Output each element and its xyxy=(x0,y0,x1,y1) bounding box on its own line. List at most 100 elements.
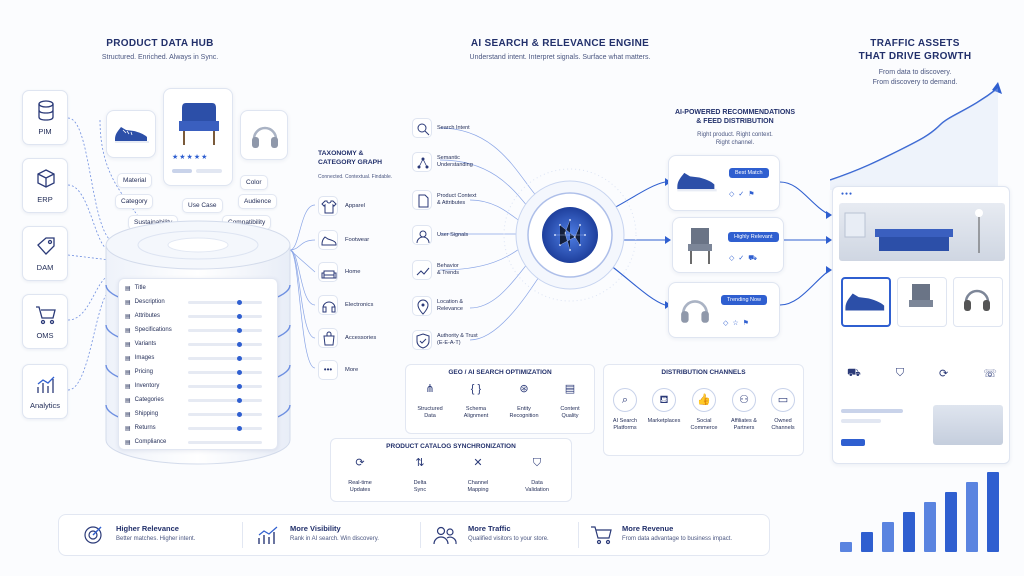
field-row[interactable]: ▤Pricing xyxy=(125,366,270,378)
more-label: More xyxy=(345,367,359,373)
more-node[interactable]: ••• xyxy=(318,360,338,380)
apparel-node[interactable] xyxy=(318,196,338,216)
field-row[interactable]: ▤Images xyxy=(125,352,270,364)
source-oms[interactable]: OMS xyxy=(22,294,68,349)
rating-stars: ★★★★★ xyxy=(172,154,209,161)
location-node[interactable] xyxy=(412,296,432,316)
apparel-label: Apparel xyxy=(345,203,365,209)
electronics-node[interactable] xyxy=(318,295,338,315)
field-icon: ▤ xyxy=(125,411,131,418)
chat-icon: ☏ xyxy=(983,368,997,380)
field-icon: ▤ xyxy=(125,341,131,348)
growth-bar xyxy=(861,532,873,552)
hub-subtitle: Structured. Enriched. Always in Sync. xyxy=(101,54,219,61)
source-pim[interactable]: PIM xyxy=(22,90,68,145)
refresh-icon: ⟳ xyxy=(939,368,949,380)
marketplace-icon[interactable]: ⛾ xyxy=(652,388,676,412)
product-context-node[interactable] xyxy=(412,190,432,210)
attributes-panel xyxy=(118,278,278,450)
affiliates-icon[interactable]: ⚇ xyxy=(732,388,756,412)
dist-item-label: Affiliates & Partners xyxy=(731,418,757,431)
shirt-icon xyxy=(321,200,337,214)
growth-bar xyxy=(882,522,894,552)
semantic-node[interactable] xyxy=(412,152,432,172)
accessories-label: Accessories xyxy=(345,335,377,341)
field-label: Returns xyxy=(134,425,156,431)
field-row[interactable]: ▤Variants xyxy=(125,338,270,350)
source-analytics[interactable]: Analytics xyxy=(22,364,68,419)
signal-label: Location & Relevance xyxy=(437,299,463,313)
outcome-title: Higher Relevance xyxy=(116,524,179,533)
field-label: Variants xyxy=(134,341,157,347)
social-icon[interactable]: 👍 xyxy=(692,388,716,412)
validation-icon: ⛉ xyxy=(532,457,542,469)
source-erp[interactable]: ERP xyxy=(22,158,68,213)
product-tile[interactable] xyxy=(897,277,947,327)
product-tile[interactable] xyxy=(841,277,891,327)
pin-icon xyxy=(417,299,429,315)
more-dots-icon: ••• xyxy=(323,365,333,374)
field-icon: ▤ xyxy=(125,383,131,390)
rec-card-sneaker[interactable]: Best Match ◇✓⚑ xyxy=(668,155,780,211)
field-label: Shipping xyxy=(134,411,159,417)
engine-subtitle: Understand intent. Interpret signals. Su… xyxy=(469,54,651,61)
field-row[interactable]: ▤Returns xyxy=(125,422,270,434)
truck-icon: ⛟ xyxy=(847,367,861,379)
traffic-subtitle: From data to discovery. From discovery t… xyxy=(872,69,958,86)
taxonomy-title: TAXONOMY & CATEGORY GRAPH xyxy=(318,150,383,166)
behavior-node[interactable] xyxy=(412,260,432,280)
search-intent-node[interactable] xyxy=(412,118,432,138)
growth-bar-chart xyxy=(840,472,999,552)
field-row[interactable]: ▤Shipping xyxy=(125,408,270,420)
tag-color: Color xyxy=(240,175,268,190)
dist-item-label: Owned Channels xyxy=(771,418,795,431)
geo-item-label: Entity Recognition xyxy=(509,406,539,419)
chair-card[interactable]: ★★★★★ xyxy=(163,88,233,186)
shoe-card[interactable] xyxy=(106,110,156,158)
source-dam[interactable]: DAM xyxy=(22,226,68,281)
field-label: Inventory xyxy=(134,383,160,389)
tag-audience: Audience xyxy=(238,194,278,209)
field-row[interactable]: ▤Attributes xyxy=(125,310,270,322)
product-tile[interactable] xyxy=(953,277,1003,327)
user-signals-node[interactable] xyxy=(412,225,432,245)
action-icons: ◇☆⚑ xyxy=(723,320,753,327)
sync-item-label: Real-time Updates xyxy=(348,480,372,493)
rec-card-headphones[interactable]: Trending Now ◇☆⚑ xyxy=(668,282,780,338)
sofa-icon xyxy=(321,270,337,279)
authority-node[interactable] xyxy=(412,330,432,350)
accessories-node[interactable] xyxy=(318,328,338,348)
engine-title: AI SEARCH & RELEVANCE ENGINE xyxy=(470,38,650,49)
field-row[interactable]: ▤Compliance xyxy=(125,436,270,448)
field-row[interactable]: ▤Specifications xyxy=(125,324,270,336)
field-label: Specifications xyxy=(134,327,172,333)
geo-panel xyxy=(405,364,595,434)
ai-search-icon[interactable]: ⌕ xyxy=(613,388,637,412)
field-row[interactable]: ▤Title xyxy=(125,282,270,294)
sneaker-icon xyxy=(845,293,885,311)
rec-card-chair[interactable]: Highly Relevant ◇✓⛟ xyxy=(672,217,784,273)
growth-bar xyxy=(903,512,915,552)
outcome-title: More Visibility xyxy=(290,524,341,533)
headphones-icon xyxy=(964,289,990,311)
outcome-desc: From data advantage to business impact. xyxy=(622,536,733,542)
window-dots: ●●● xyxy=(841,191,854,197)
sync-item-label: Data Validation xyxy=(525,480,549,493)
badge-trending: Trending Now xyxy=(721,295,768,305)
storefront-window[interactable]: ●●● ⛟⛉⟳☏ xyxy=(832,186,1010,464)
headphones-card[interactable] xyxy=(240,110,288,160)
shoe-icon xyxy=(321,236,337,246)
field-row[interactable]: ▤Description xyxy=(125,296,270,308)
chair-icon xyxy=(909,284,933,307)
footwear-node[interactable] xyxy=(318,230,338,250)
trend-icon xyxy=(416,267,430,276)
source-label: DAM xyxy=(36,263,54,272)
tag-material: Material xyxy=(117,173,153,188)
content-quality-icon: ▤ xyxy=(564,383,576,395)
field-label: Description xyxy=(134,299,165,305)
field-row[interactable]: ▤Categories xyxy=(125,394,270,406)
owned-channels-icon[interactable]: ▭ xyxy=(771,388,795,412)
feature-icons: ⛟⛉⟳☏ xyxy=(847,367,997,381)
home-node[interactable] xyxy=(318,262,338,282)
field-row[interactable]: ▤Inventory xyxy=(125,380,270,392)
